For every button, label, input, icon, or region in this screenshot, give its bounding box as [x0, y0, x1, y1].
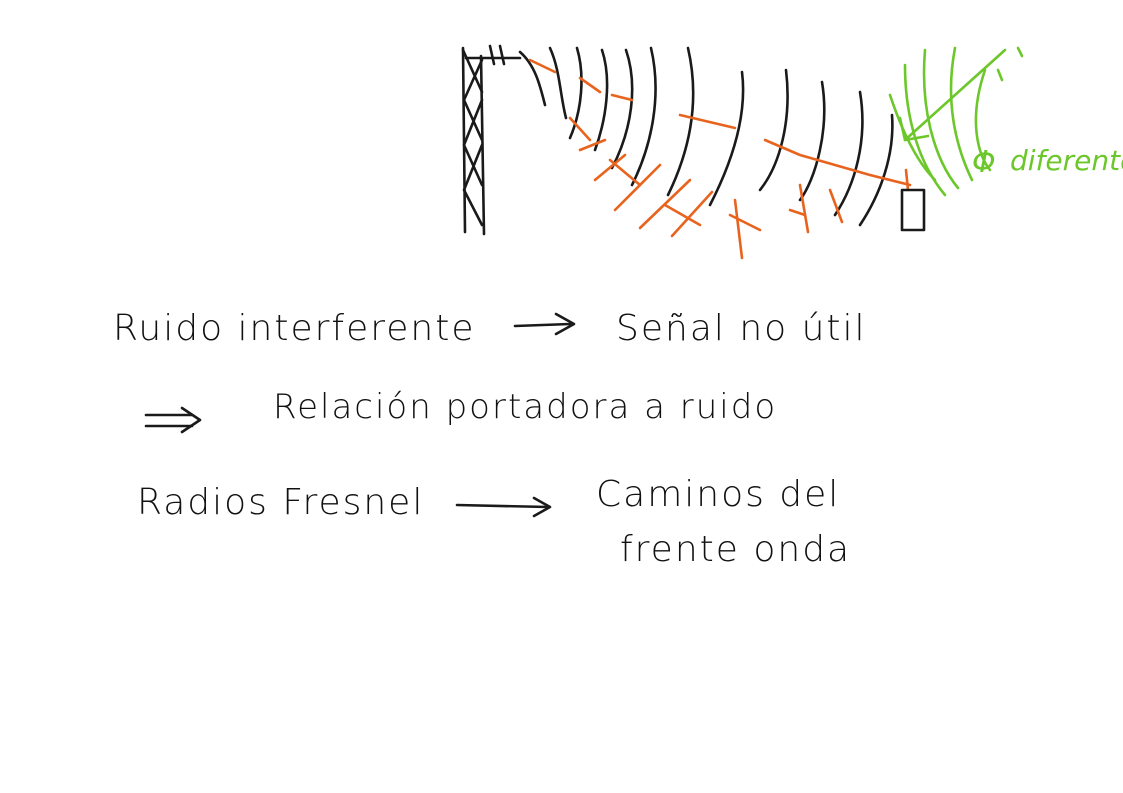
line1-right-text: Señal no útil [616, 308, 867, 349]
green-wavefronts [888, 46, 1024, 197]
line2-text: Relación portadora a ruido [273, 387, 777, 427]
note-line-2: Relación portadora a ruido [144, 387, 777, 434]
line1-left-text: Ruido interferente [113, 308, 475, 349]
wavefront-lines [518, 46, 894, 227]
note-line-1: Ruido interferente Señal no útil [113, 308, 867, 349]
phi-label: diferente [1010, 144, 1123, 177]
note-line-3: Radios Fresnel Caminos del frente onda [137, 474, 851, 570]
arrow-icon [513, 312, 576, 336]
line3-right-text-2: frente onda [620, 529, 851, 570]
line3-right-text-1: Caminos del [596, 474, 840, 515]
tower-drawing [461, 44, 522, 236]
receiver-drawing [900, 188, 926, 232]
orange-rays [528, 58, 912, 260]
phi-symbol: Φ [972, 145, 996, 180]
phase-annotation: Φ diferente [972, 144, 1123, 180]
line3-left-text: Radios Fresnel [137, 482, 424, 523]
arrow-icon [455, 496, 552, 518]
implies-arrow-icon [144, 406, 202, 434]
